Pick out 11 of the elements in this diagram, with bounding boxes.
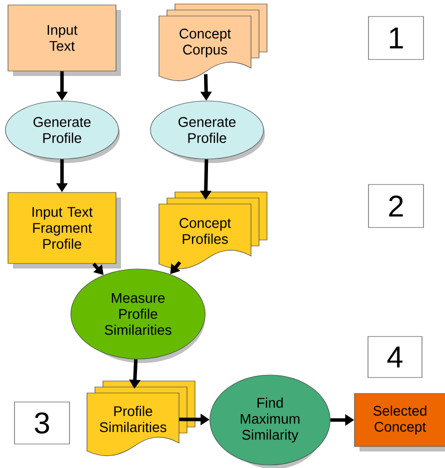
document-stack: Concept Corpus (158, 4, 268, 82)
process-box: Input Text Fragment Profile (8, 192, 121, 268)
arrow (92, 262, 104, 275)
step-number-box: 1 (368, 16, 424, 60)
process-box: Selected Concept (354, 393, 445, 452)
step-number-box: 4 (368, 336, 422, 378)
document-stack: Concept Profiles (158, 192, 268, 270)
process-box: Input Text (8, 4, 121, 76)
document-stack: Profile Similarities (86, 380, 196, 456)
step-number-box: 3 (14, 402, 70, 444)
step-number-box: 2 (368, 184, 424, 228)
